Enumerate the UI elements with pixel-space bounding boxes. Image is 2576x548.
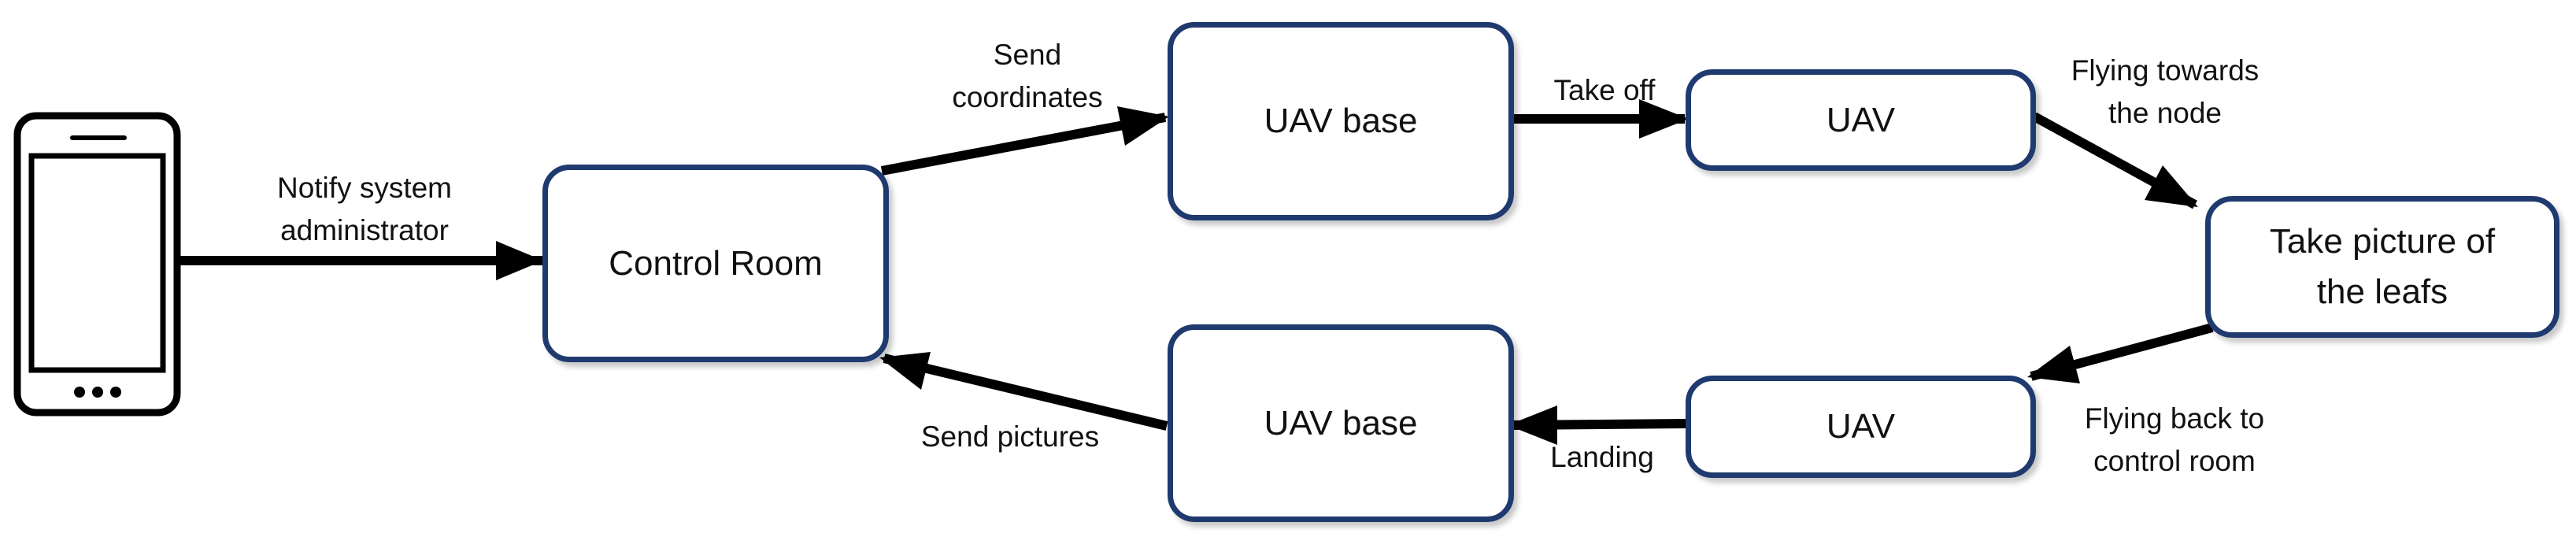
node-take-picture: Take picture of the leafs [2205, 196, 2559, 338]
label-flying-back-to-control-room: Flying back to control room [2084, 402, 2265, 477]
label-take-off: Take off [1553, 74, 1656, 106]
arrowhead-control-room-to-uav-base [1117, 106, 1169, 146]
arrowhead-uav-to-uav-base [1508, 405, 1557, 445]
arrowhead-uav-base-to-uav [1639, 99, 1689, 139]
label-send-coordinates: Send coordinates [952, 39, 1103, 113]
node-uav-bottom: UAV [1686, 376, 2036, 478]
label-notify-system-administrator: Notify system administrator [276, 172, 453, 246]
node-control-room: Control Room [542, 165, 889, 362]
arrow-uav-base-to-control-room [883, 354, 1168, 431]
arrow-control-room-to-uav-base [880, 113, 1167, 176]
arrowhead-phone-to-control-room [496, 241, 543, 280]
label-send-pictures: Send pictures [920, 420, 1100, 453]
label-landing: Landing [1550, 441, 1654, 473]
arrowhead-uav-base-to-control-room [879, 352, 931, 390]
arrowhead-take-picture-to-uav [2027, 346, 2080, 383]
node-uav-base-top: UAV base [1168, 22, 1514, 220]
node-uav-base-bottom: UAV base [1168, 324, 1514, 522]
label-flying-towards-the-node: Flying towards the node [2071, 54, 2260, 129]
node-uav-top: UAV [1686, 69, 2036, 171]
arrowhead-uav-to-take-picture [2145, 165, 2198, 207]
